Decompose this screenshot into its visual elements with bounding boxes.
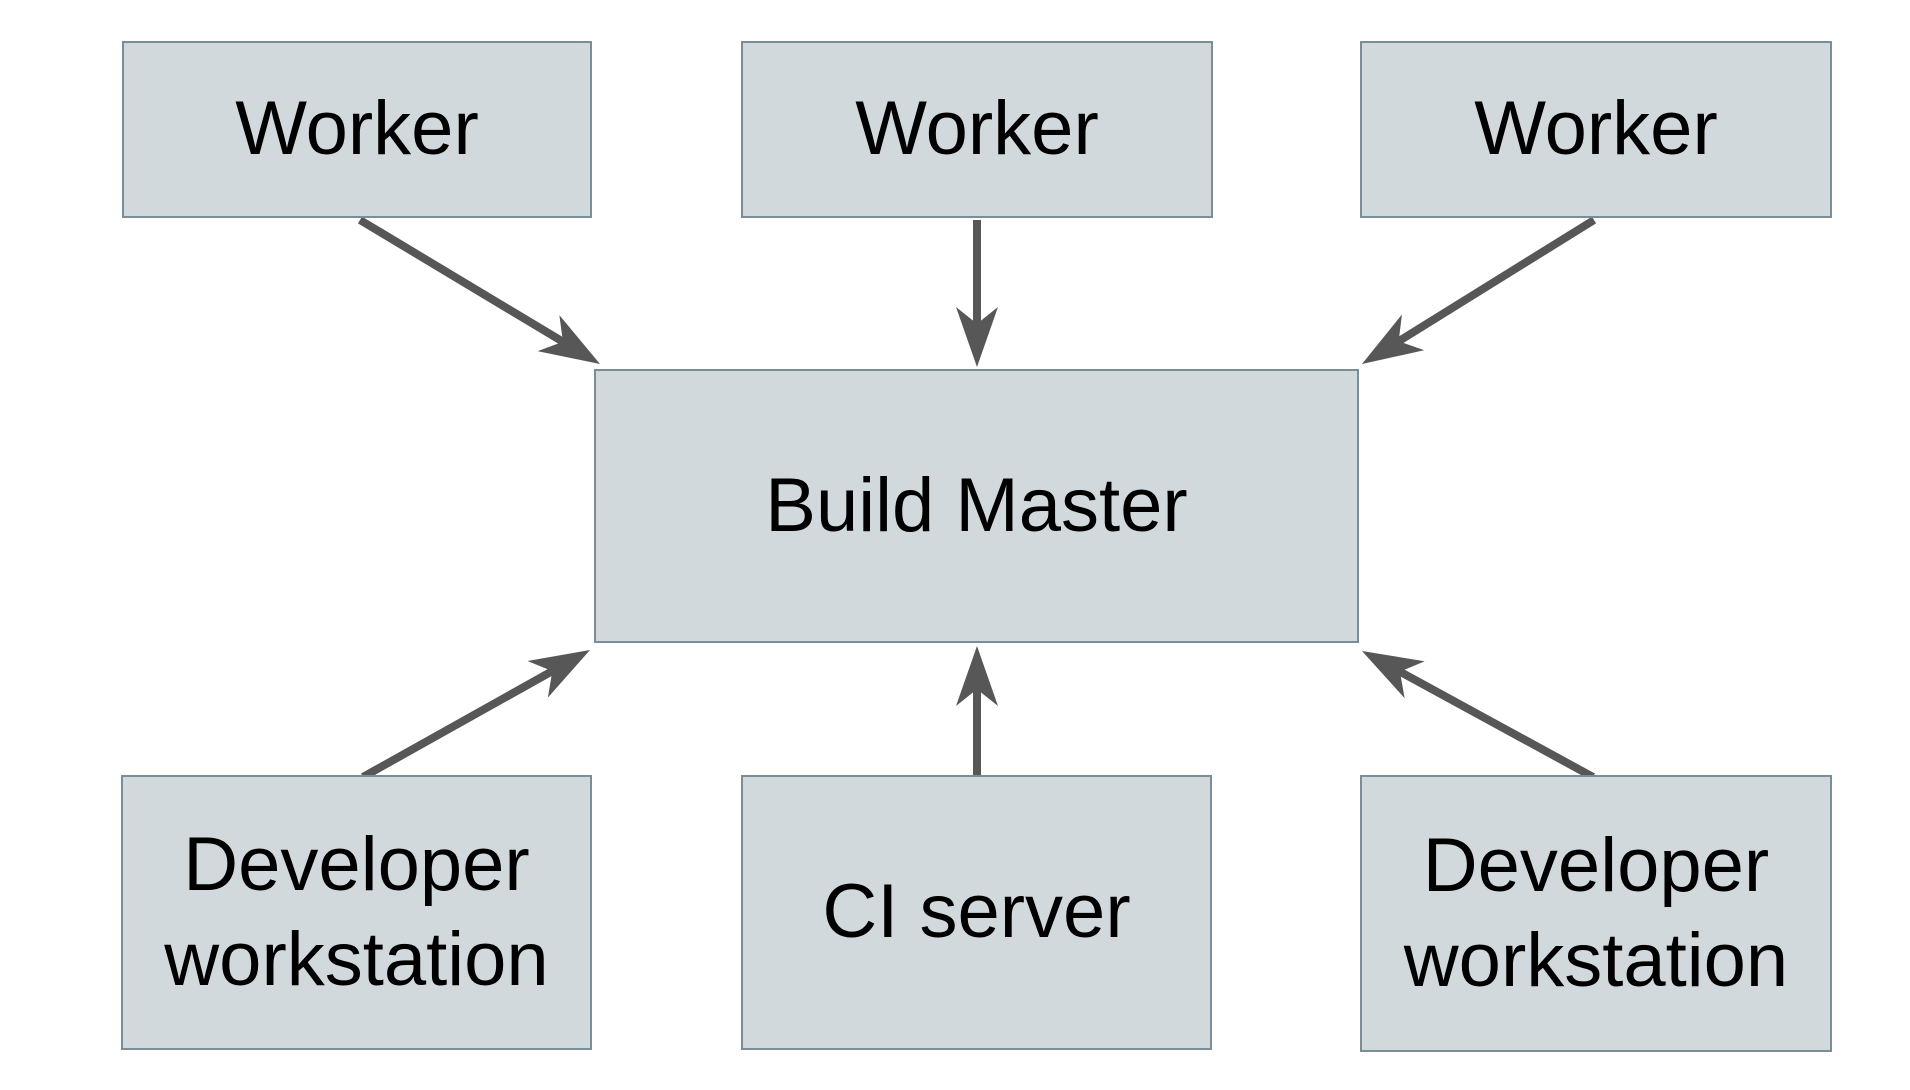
node-build-master: Build Master	[594, 369, 1359, 643]
node-worker-3: Worker	[1360, 41, 1832, 218]
arrow-worker-1-to-build-master	[357, 216, 600, 364]
node-developer-workstation-1: Developer workstation	[121, 775, 592, 1050]
arrow-developer-workstation-2-to-build-master	[1362, 650, 1595, 781]
arrow-worker-3-to-build-master	[1361, 216, 1597, 364]
arrow-developer-workstation-1-to-build-master	[361, 649, 591, 781]
node-label: Build Master	[765, 462, 1188, 548]
node-developer-workstation-2: Developer workstation	[1360, 775, 1832, 1052]
node-ci-server: CI server	[741, 775, 1212, 1050]
node-label: Developer workstation	[164, 822, 549, 1002]
node-worker-2: Worker	[741, 41, 1213, 218]
node-label: Worker	[855, 86, 1099, 172]
node-label: Developer workstation	[1403, 823, 1789, 1003]
node-label: CI server	[822, 869, 1131, 955]
node-label: Worker	[235, 86, 479, 172]
node-worker-1: Worker	[122, 41, 592, 218]
node-label: Worker	[1474, 86, 1718, 172]
